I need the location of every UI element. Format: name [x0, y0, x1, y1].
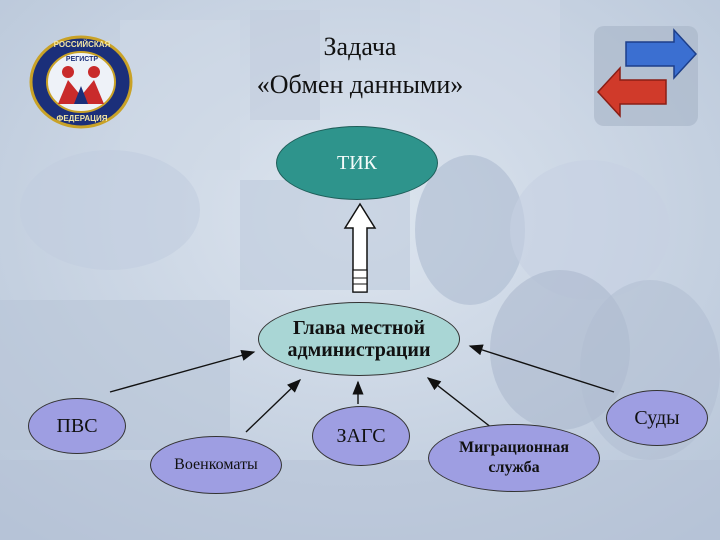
- glava-label-line-2: администрации: [287, 339, 431, 361]
- russian-register-logo: [29, 35, 133, 129]
- logo-middle-text: РЕГИСТР: [65, 56, 99, 63]
- glava-node: Глава местной администрации: [258, 302, 460, 376]
- logo-top-text: РОССИЙСКАЯ: [53, 40, 111, 49]
- slide-title: Задача «Обмен данными»: [180, 28, 540, 104]
- data-exchange-icon: [594, 26, 698, 126]
- glava-to-tik-arrow: [343, 202, 377, 293]
- pvs-node: ПВС: [28, 398, 126, 454]
- migration-service-node: Миграционная служба: [428, 424, 600, 492]
- pvs-label: ПВС: [56, 414, 98, 437]
- sudy-label: Суды: [634, 406, 680, 429]
- migr-label-line-2: служба: [488, 459, 540, 476]
- migr-label-line-1: Миграционная: [458, 439, 569, 456]
- glava-label-line-1: Глава местной: [293, 317, 425, 339]
- title-line-1: Задача: [323, 32, 397, 61]
- sudy-node: Суды: [606, 390, 708, 446]
- migr-connector: [426, 377, 493, 429]
- voenkomaty-connector: [245, 379, 302, 433]
- voenkomaty-node: Военкоматы: [150, 436, 282, 494]
- zags-node: ЗАГС: [312, 406, 410, 466]
- pvs-connector: [109, 349, 256, 393]
- title-line-2: «Обмен данными»: [256, 70, 464, 99]
- tik-node: ТИК: [276, 126, 438, 200]
- zags-label: ЗАГС: [336, 424, 386, 447]
- sudy-connector: [468, 344, 615, 393]
- voenkomaty-label: Военкоматы: [174, 456, 258, 473]
- logo-bottom-text: ФЕДЕРАЦИЯ: [56, 114, 108, 123]
- tik-label: ТИК: [337, 151, 377, 174]
